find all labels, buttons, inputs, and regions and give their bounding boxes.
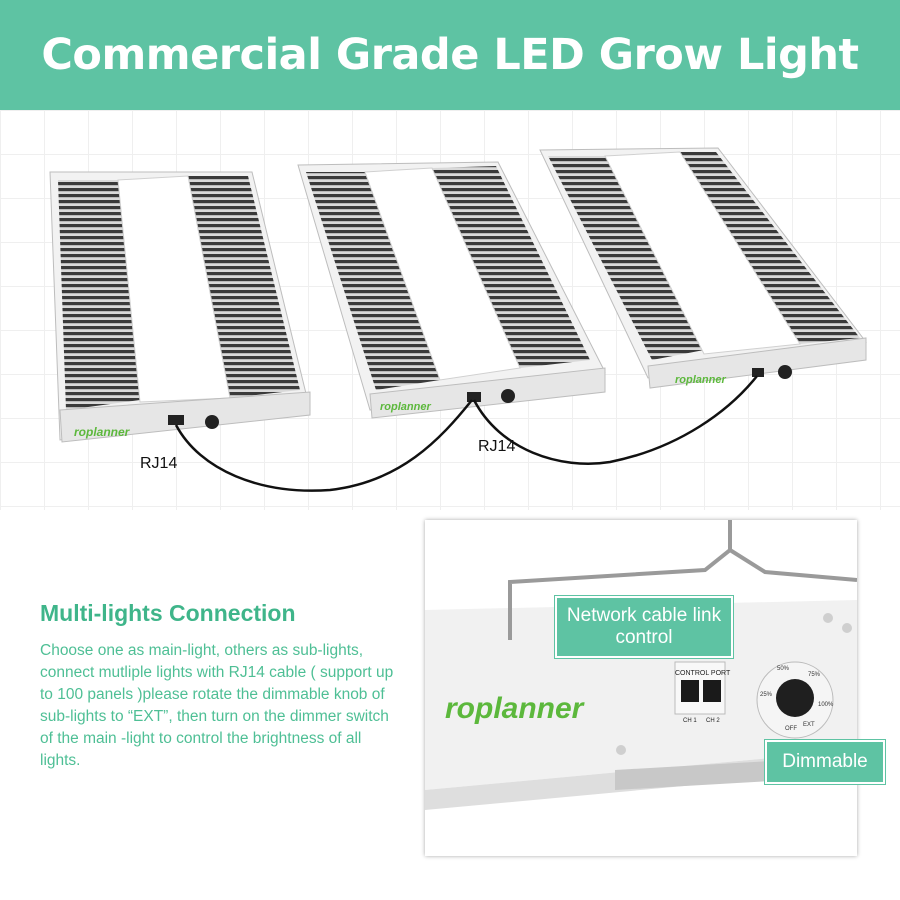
knob-mark-50: 50% — [777, 666, 790, 672]
page-title: Commercial Grade LED Grow Light — [41, 30, 859, 80]
control-port-label: CONTROL PORT — [675, 670, 731, 677]
rj14-cable-2 — [472, 375, 758, 465]
dimmable-callout: Dimmable — [765, 740, 885, 784]
rj14-label-middle: RJ14 — [478, 438, 516, 455]
knob-mark-off: OFF — [785, 726, 797, 732]
closeup-photo: roplanner CONTROL PORT CH 1 CH 2 25% 50%… — [425, 520, 857, 856]
title-banner: Commercial Grade LED Grow Light — [0, 0, 900, 110]
knob-mark-75: 75% — [808, 672, 821, 678]
knob-mark-25: 25% — [760, 692, 773, 698]
section-heading: Multi-lights Connection — [40, 600, 296, 626]
brand-logo-closeup: roplanner — [445, 692, 584, 725]
brand-logo-1: roplanner — [74, 425, 131, 439]
rj14-cable-1 — [174, 399, 473, 492]
knob-mark-100: 100% — [818, 702, 834, 708]
lights-diagram: roplanner roplanner roplanner — [49, 147, 867, 492]
brand-logo-2: roplanner — [380, 401, 431, 413]
ch2-label: CH 2 — [706, 718, 720, 724]
ch1-label: CH 1 — [683, 718, 697, 724]
knob-mark-ext: EXT — [803, 722, 815, 728]
brand-logo-3: roplanner — [675, 374, 726, 386]
closeup-illustration — [425, 520, 857, 856]
network-cable-callout: Network cable link control — [555, 596, 733, 658]
rj14-label-left: RJ14 — [140, 455, 178, 472]
light-panel-2 — [297, 161, 606, 419]
light-panel-3 — [539, 147, 867, 389]
light-panel-1 — [49, 171, 311, 443]
section-description: Choose one as main-light, others as sub-… — [40, 642, 394, 769]
